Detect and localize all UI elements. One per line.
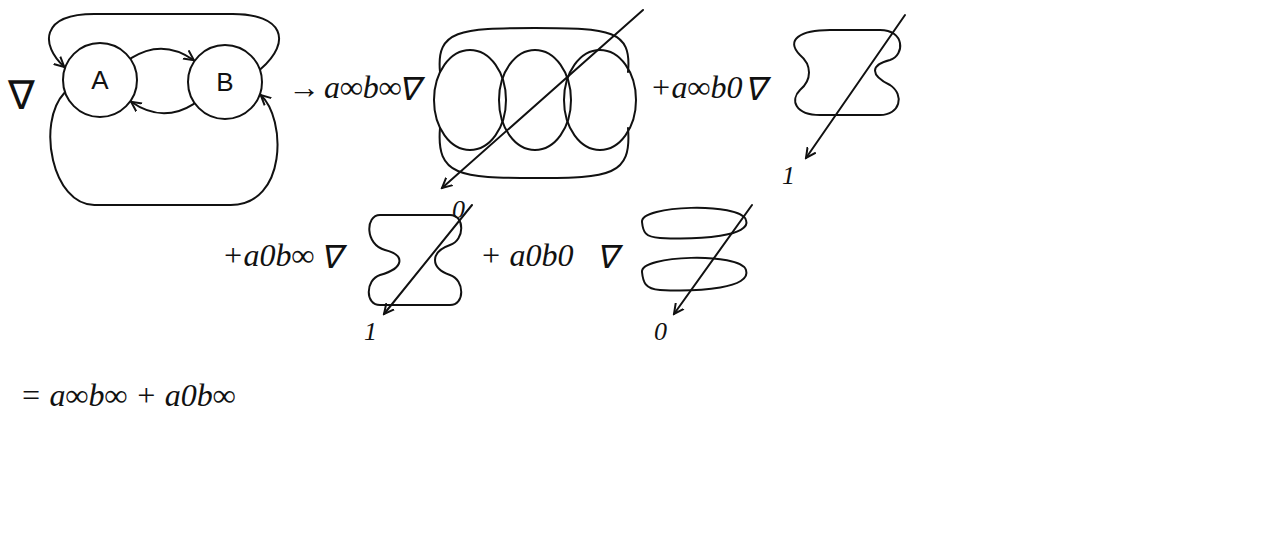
tangle-strand: [131, 49, 194, 61]
tangle-name: A: [91, 65, 108, 96]
formula-text: 1: [782, 162, 795, 191]
tangle-closure-4: [642, 205, 752, 314]
tangle-circle: A: [62, 42, 138, 118]
tangle-strand: [50, 93, 277, 205]
tangle-circle: B: [187, 44, 263, 120]
formula-text: ∇: [398, 72, 419, 107]
formula-text: ∇: [320, 240, 341, 275]
formula-text: 0: [654, 318, 667, 347]
formula-text: ∇: [596, 240, 617, 275]
formula-text: ∇: [8, 74, 35, 118]
formula-text: +a∞b0: [650, 70, 742, 105]
formula-text: a∞b∞: [324, 70, 402, 105]
formula-text: 1: [364, 318, 377, 347]
formula-text: ∇: [744, 72, 765, 107]
formula-text: = a∞b∞ + a0b∞: [20, 378, 236, 413]
tangle-strand: [131, 102, 194, 114]
tangle-closure-2: [794, 15, 905, 158]
tangle-name: B: [216, 67, 233, 98]
tangle-strand: [49, 14, 279, 69]
formula-text: →: [288, 70, 320, 105]
tangle-closure-1: [434, 10, 643, 188]
formula-text: 0: [452, 196, 465, 225]
formula-text: + a0b0: [480, 238, 574, 273]
formula-text: +a0b∞: [222, 238, 314, 273]
